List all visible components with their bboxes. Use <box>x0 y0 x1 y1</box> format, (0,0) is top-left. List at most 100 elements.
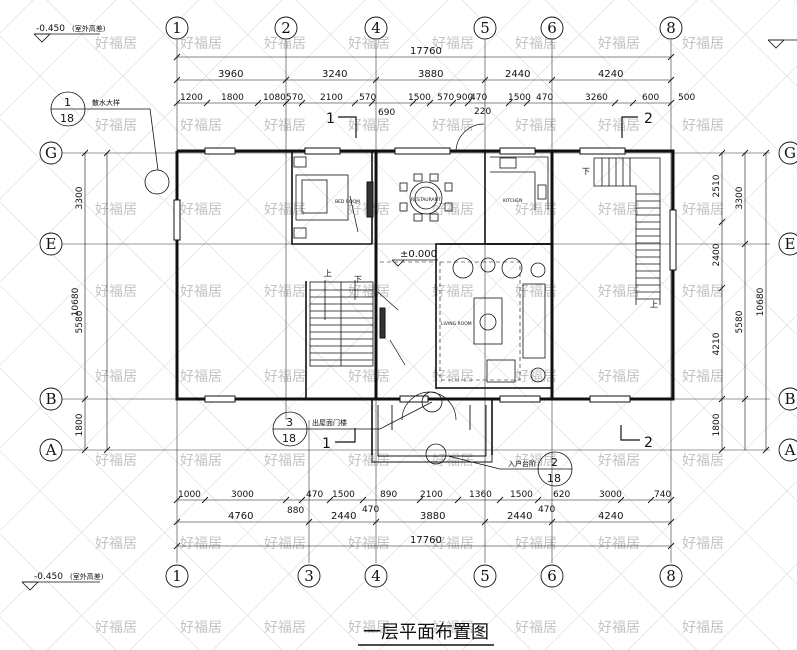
axis-bubble: 5 <box>473 564 497 588</box>
dimension-value: 600 <box>642 93 659 103</box>
dimension-value: 5580 <box>735 310 745 333</box>
dimension-total: 17760 <box>410 46 442 57</box>
axis-label: 3 <box>304 567 314 585</box>
section-label: 2 <box>644 435 653 451</box>
watermark-text: 好福居 <box>432 202 474 218</box>
axis-label: 8 <box>666 19 676 37</box>
axis-label: E <box>785 235 796 253</box>
elevation-mark-top <box>33 33 100 43</box>
watermark-text: 好福居 <box>598 202 640 218</box>
watermark-text: 好福居 <box>682 369 724 385</box>
stair-up-label: 上 <box>650 300 658 309</box>
axis-bubble: 3 <box>297 564 321 588</box>
dimension-value: 570 <box>359 93 376 103</box>
elevation-value: -0.450 <box>36 24 65 34</box>
dimension-lines <box>84 56 767 547</box>
watermark-text: 好福居 <box>95 536 137 552</box>
watermark-text: 好福居 <box>180 620 222 636</box>
stair-central <box>309 280 374 367</box>
section-label: 1 <box>322 436 331 452</box>
axis-bubble: 6 <box>540 16 564 40</box>
watermark-text: 好福居 <box>515 536 557 552</box>
dimension-value: 2440 <box>505 69 530 80</box>
dimension-value: 3000 <box>231 490 254 500</box>
watermark-text: 好福居 <box>264 369 306 385</box>
level-marker <box>391 259 438 267</box>
stair-east <box>593 157 661 305</box>
axis-bubble: 2 <box>274 16 298 40</box>
axis-bubble: 8 <box>659 16 683 40</box>
axis-label: 5 <box>480 567 490 585</box>
dimension-value: 900 <box>456 93 473 103</box>
detail-number: 2 <box>551 456 558 469</box>
section-marker-2-bottom <box>620 425 640 441</box>
dimension-value: 1800 <box>712 413 722 436</box>
axis-label: B <box>45 390 56 408</box>
dimension-value: 1500 <box>332 490 355 500</box>
dimension-value: 470 <box>362 505 379 515</box>
watermark-text: 好福居 <box>515 369 557 385</box>
dimension-value: 1800 <box>221 93 244 103</box>
detail-label: 出屋面门楼 <box>312 418 347 427</box>
dimension-value: 220 <box>474 107 491 117</box>
dimension-value: 1500 <box>510 490 533 500</box>
dimension-value: 500 <box>678 93 695 103</box>
watermark-text: 好福居 <box>264 620 306 636</box>
watermark-text: 好福居 <box>515 118 557 134</box>
detail-callout-2 <box>425 443 573 487</box>
watermark-text: 好福居 <box>682 36 724 52</box>
axis-label: 6 <box>547 19 557 37</box>
stair-up-label: 上 <box>324 269 332 278</box>
watermark-text: 好福居 <box>432 369 474 385</box>
living-furniture <box>452 257 546 383</box>
dimension-value: 470 <box>538 505 555 515</box>
dimension-value: 1360 <box>469 490 492 500</box>
watermark-text: 好福居 <box>515 36 557 52</box>
dimension-value: 740 <box>654 490 671 500</box>
windows <box>173 147 677 403</box>
watermark-text: 好福居 <box>348 536 390 552</box>
dimension-value: 470 <box>470 93 487 103</box>
stair-down-label: 下 <box>354 275 362 284</box>
watermark-text: 好福居 <box>432 284 474 300</box>
dimension-value: 1800 <box>75 413 85 436</box>
watermark-text: 好福居 <box>682 536 724 552</box>
axis-bubble: 6 <box>540 564 564 588</box>
section-marker-2-top <box>621 116 638 138</box>
axis-label: 6 <box>547 567 557 585</box>
watermark-text: 好福居 <box>598 118 640 134</box>
exterior-walls <box>175 149 675 401</box>
dimension-total: 10680 <box>71 287 81 316</box>
dashed-guides <box>380 261 521 381</box>
axis-label: B <box>784 390 795 408</box>
watermark-text: 好福居 <box>598 620 640 636</box>
dimension-value: 2100 <box>320 93 343 103</box>
dining-table <box>399 173 453 222</box>
watermark-text: 好福居 <box>95 453 137 469</box>
dimension-value: 470 <box>536 93 553 103</box>
dimension-value: 1200 <box>180 93 203 103</box>
watermark-text: 好福居 <box>180 36 222 52</box>
watermark-text: 好福居 <box>432 536 474 552</box>
section-marker-1-top <box>338 116 357 138</box>
watermark-text: 好福居 <box>682 453 724 469</box>
watermark-text: 好福居 <box>515 202 557 218</box>
axis-label: A <box>45 441 57 459</box>
dimension-value: 880 <box>287 506 304 516</box>
elevation-mark-right-cut <box>767 39 797 49</box>
dimension-value: 3000 <box>599 490 622 500</box>
watermark-text: 好福居 <box>432 453 474 469</box>
axis-bubble: 4 <box>364 564 388 588</box>
watermark-text: 好福居 <box>348 369 390 385</box>
dimension-value: 2440 <box>507 511 532 522</box>
dimension-value: 890 <box>380 490 397 500</box>
watermark-text: 好福居 <box>682 620 724 636</box>
interior-walls <box>291 151 553 455</box>
dimension-value: 4240 <box>598 511 623 522</box>
axis-label: 1 <box>172 19 182 37</box>
axis-label: E <box>46 235 57 253</box>
watermark-text: 好福居 <box>180 202 222 218</box>
kitchen-counter <box>490 156 549 210</box>
